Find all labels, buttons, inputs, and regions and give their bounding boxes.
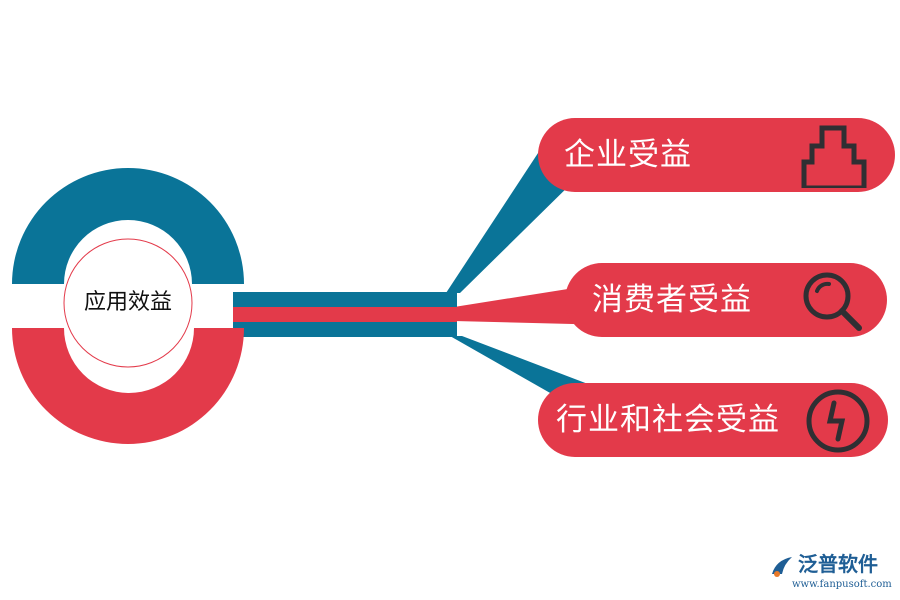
lightning-icon — [806, 389, 870, 453]
factory-icon — [801, 125, 867, 188]
branch-label-enterprise: 企业受益 — [564, 137, 692, 173]
connector-bottom — [450, 336, 588, 402]
center-node — [63, 238, 193, 368]
ring-top-half — [12, 168, 244, 284]
connector-top — [446, 147, 580, 293]
branch-pill-industry-society — [538, 383, 888, 457]
ring-bottom-half — [12, 328, 244, 444]
link-bar-blue-top — [233, 292, 457, 307]
logo-title: 泛普软件 — [798, 552, 878, 576]
fanpu-logo-icon — [772, 557, 792, 577]
logo-url: www.fanpusoft.com — [792, 579, 892, 590]
branch-label-industry-society: 行业和社会受益 — [556, 402, 780, 438]
branch-label-consumer: 消费者受益 — [592, 282, 752, 318]
magnifier-icon — [803, 272, 862, 331]
branch-pill-consumer — [565, 263, 887, 337]
link-bar-blue-bottom — [233, 322, 457, 337]
link-bar-red — [233, 307, 457, 322]
branch-pill-enterprise — [538, 118, 895, 192]
brand-logo: 泛普软件 www.fanpusoft.com — [770, 551, 892, 595]
center-label: 应用效益 — [83, 290, 172, 315]
